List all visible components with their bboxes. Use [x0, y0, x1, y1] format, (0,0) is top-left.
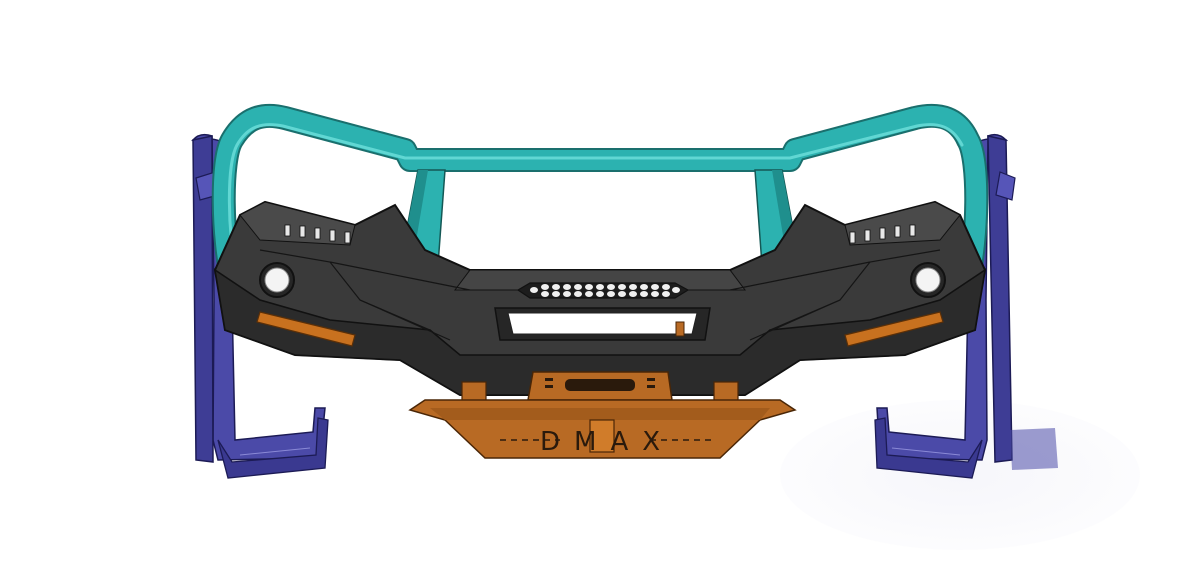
- winch-opening: [494, 307, 711, 341]
- fog-light-left: [259, 262, 295, 298]
- indicator-left: [256, 311, 356, 347]
- indicator-right: [844, 311, 944, 347]
- fog-light-right: [910, 262, 946, 298]
- skid-plate-lettering: DMAX: [540, 427, 674, 457]
- skid-plate: DMAX: [408, 399, 797, 459]
- grille-mesh: [516, 282, 690, 299]
- winch-fairlead: [461, 371, 739, 403]
